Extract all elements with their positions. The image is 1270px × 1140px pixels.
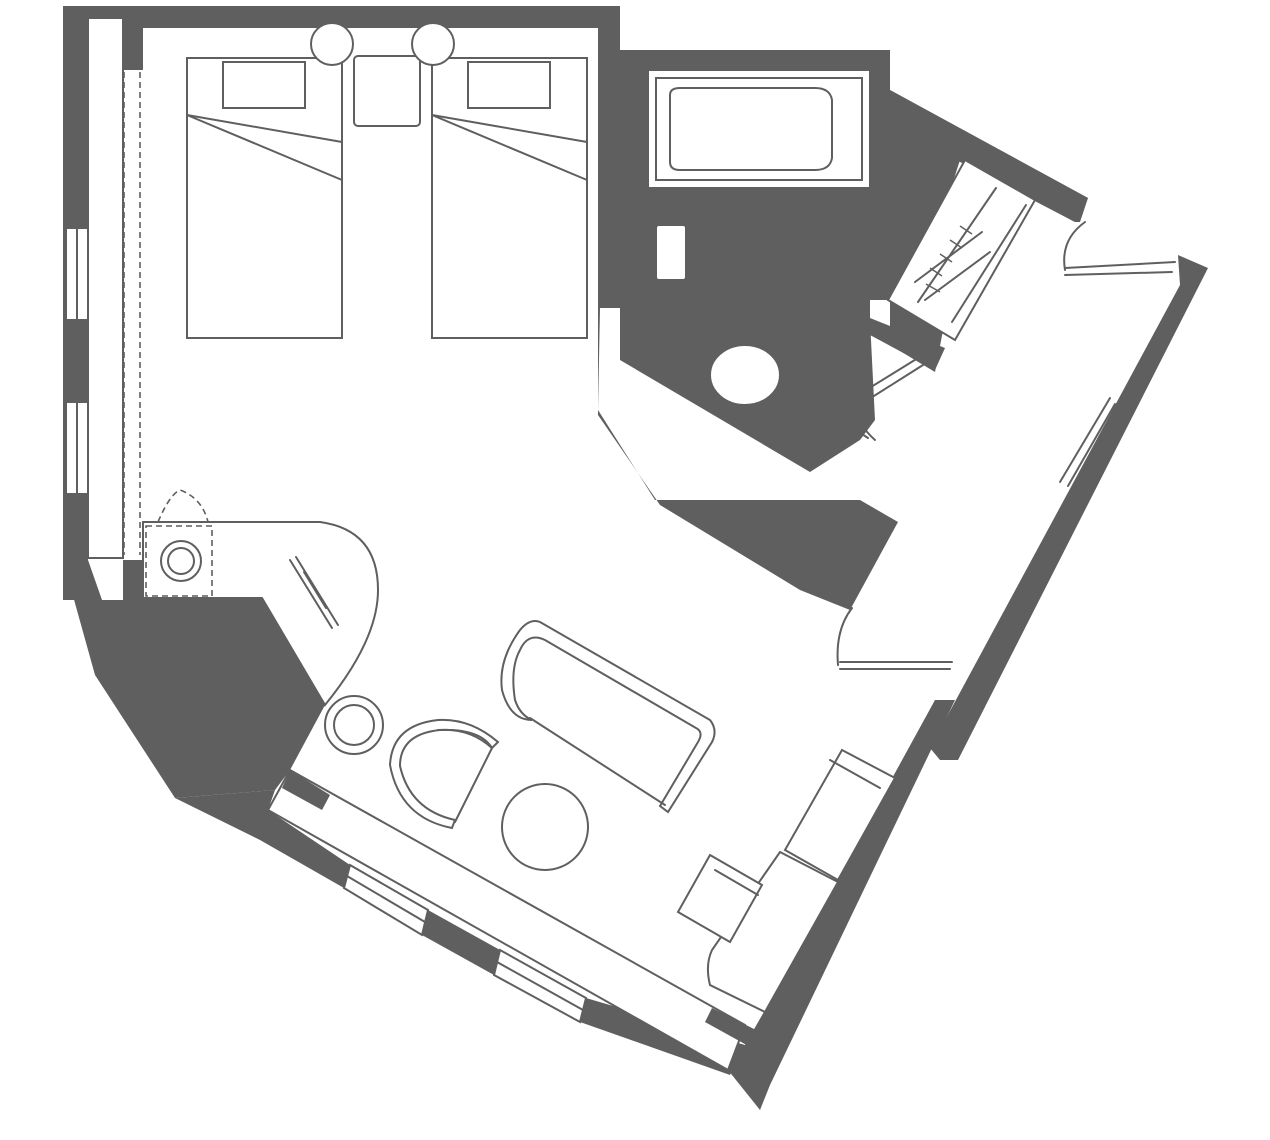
toilet <box>655 224 757 281</box>
nightstand <box>353 55 421 127</box>
ottoman <box>783 748 897 882</box>
desk <box>142 521 380 707</box>
lamp <box>411 22 455 66</box>
round-table <box>501 783 589 871</box>
twin-bed <box>186 57 343 339</box>
sofa <box>500 620 716 814</box>
wardrobe <box>886 158 1037 342</box>
stool <box>676 853 764 944</box>
corridor-panel <box>1059 397 1116 487</box>
entry-door <box>1063 221 1176 276</box>
bathroom-door <box>849 357 924 441</box>
wall-pier <box>705 1008 760 1048</box>
curtain-track-left <box>123 72 141 555</box>
bathroom-vanity <box>644 307 869 439</box>
wall-pier <box>282 770 330 810</box>
window-bottom-right <box>492 948 588 1024</box>
window-left-upper <box>65 227 89 321</box>
armchair <box>388 718 500 830</box>
exterior-walls <box>63 6 1208 1110</box>
desk-lamp-rail <box>289 556 339 629</box>
window-bay-left <box>87 17 124 559</box>
twin-bed <box>431 57 588 339</box>
sofa-chair <box>706 850 840 1014</box>
window-left-lower <box>65 401 89 495</box>
lamp <box>310 22 354 66</box>
living-room-door <box>836 607 953 670</box>
window-bottom-left <box>342 863 430 937</box>
bathtub <box>647 69 871 189</box>
dresser-cabinet <box>145 489 213 597</box>
